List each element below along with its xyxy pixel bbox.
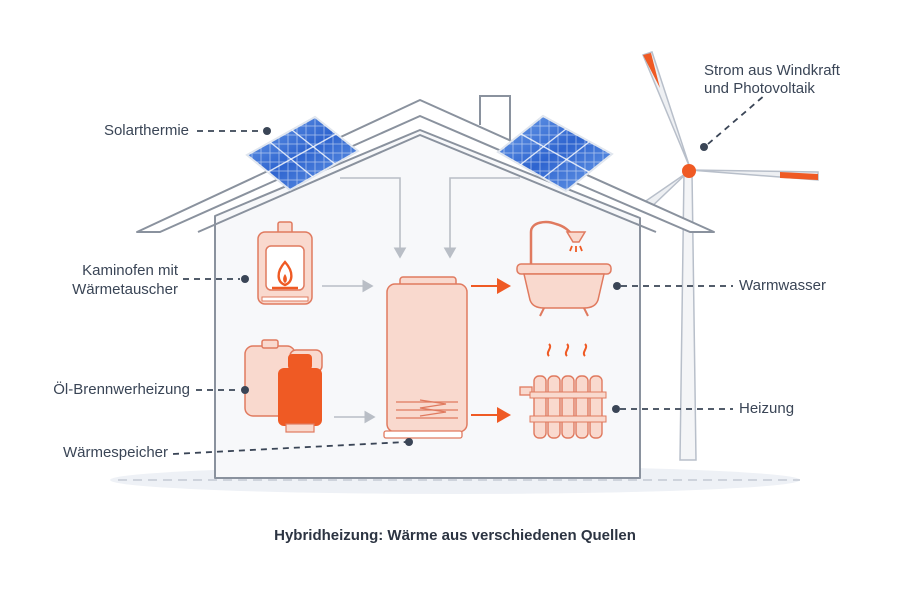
label-oel-heizung: Öl-Brennwerheizung bbox=[53, 381, 190, 398]
bathtub-icon bbox=[516, 220, 612, 317]
storage-tank-icon bbox=[383, 276, 468, 439]
leader-dots bbox=[241, 127, 708, 446]
figure-caption: Hybridheizung: Wärme aus verschiedenen Q… bbox=[274, 527, 636, 544]
label-heizung: Heizung bbox=[739, 400, 795, 417]
oil-tank-icon bbox=[244, 339, 323, 433]
label-kaminofen-line2: Wärmetauscher bbox=[72, 281, 178, 298]
wind-turbine-icon bbox=[638, 51, 819, 461]
solar-feed-arrow-left bbox=[340, 177, 407, 259]
label-solarthermie: Solarthermie bbox=[103, 122, 189, 139]
label-warmwasser: Warmwasser bbox=[739, 277, 826, 294]
label-wind-line1: Strom aus Windkraft bbox=[704, 62, 840, 79]
solar-feed-arrow-right bbox=[443, 177, 520, 259]
radiator-icon bbox=[519, 343, 607, 439]
fireplace-icon bbox=[257, 221, 313, 305]
leader-lines bbox=[172, 94, 766, 455]
label-waermespeicher: Wärmespeicher bbox=[62, 444, 168, 461]
label-kaminofen-line1: Kaminofen mit bbox=[82, 262, 178, 279]
solar-panel-icon bbox=[496, 114, 614, 193]
solar-panel-icon bbox=[245, 115, 360, 192]
label-wind-line2: und Photovoltaik bbox=[704, 80, 815, 97]
